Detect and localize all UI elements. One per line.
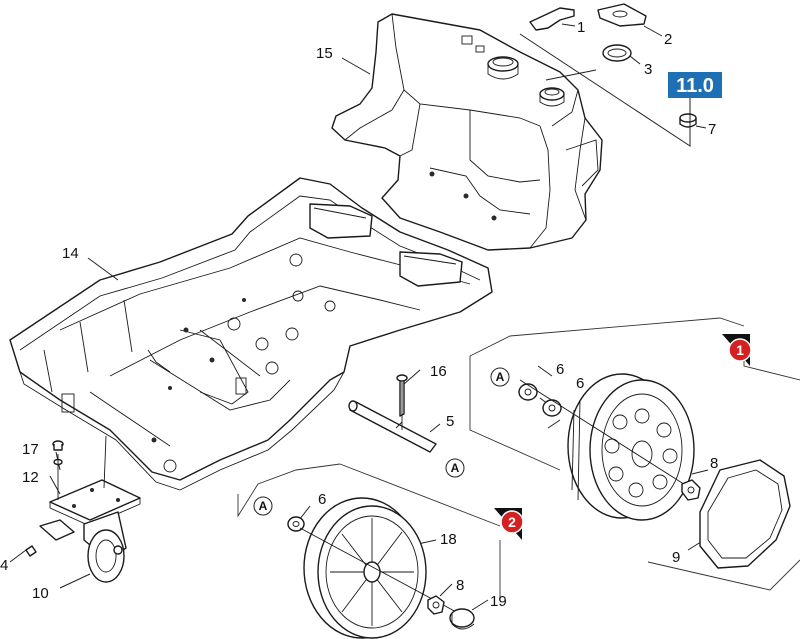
callout-10: 10 xyxy=(32,585,49,602)
callout-2: 2 xyxy=(664,31,672,48)
callout-18: 18 xyxy=(440,531,457,548)
callout-17: 17 xyxy=(22,441,39,458)
variant-marker-2: 2 xyxy=(494,508,524,540)
svg-text:1: 1 xyxy=(736,342,744,358)
callout-4: 4 xyxy=(0,557,8,574)
callout-12: 12 xyxy=(22,469,39,486)
callout-8b: 8 xyxy=(456,577,464,594)
callout-9: 9 xyxy=(672,549,680,566)
wheel-variant-2-group xyxy=(237,463,501,639)
caster-wheel xyxy=(25,435,141,583)
tank-lid-parts xyxy=(529,3,697,128)
grease-mark-axle: A xyxy=(445,458,465,478)
callout-3: 3 xyxy=(644,61,652,78)
svg-text:11.0: 11.0 xyxy=(676,75,714,97)
grease-marks: A A A xyxy=(253,367,510,516)
axle-assembly xyxy=(348,374,437,453)
chassis-frame xyxy=(9,177,493,491)
callout-7: 7 xyxy=(708,121,716,138)
callout-15: 15 xyxy=(316,45,333,62)
callout-labels: 1 2 3 7 15 14 16 5 17 12 4 10 6 6 8 9 6 … xyxy=(0,19,718,610)
water-tank xyxy=(331,13,603,251)
callout-6a: 6 xyxy=(556,361,564,378)
callout-14: 14 xyxy=(62,245,79,262)
reference-badge: 11.0 xyxy=(668,72,722,98)
variant-marker-1: 1 xyxy=(722,334,752,366)
callout-19: 19 xyxy=(490,593,507,610)
callout-6b: 6 xyxy=(576,375,584,392)
callout-5: 5 xyxy=(446,413,454,430)
leader-lines xyxy=(9,23,709,611)
svg-text:A: A xyxy=(496,370,505,384)
callout-16: 16 xyxy=(430,363,447,380)
grease-mark-wheel-2: A xyxy=(253,496,273,516)
svg-text:A: A xyxy=(259,499,268,513)
callout-1: 1 xyxy=(577,19,585,36)
wheel-variant-1-group xyxy=(469,317,800,591)
svg-text:2: 2 xyxy=(508,514,516,530)
callout-6c: 6 xyxy=(318,491,326,508)
callout-8a: 8 xyxy=(710,455,718,472)
grease-mark-wheel-1: A xyxy=(490,367,510,387)
svg-text:A: A xyxy=(451,461,460,475)
